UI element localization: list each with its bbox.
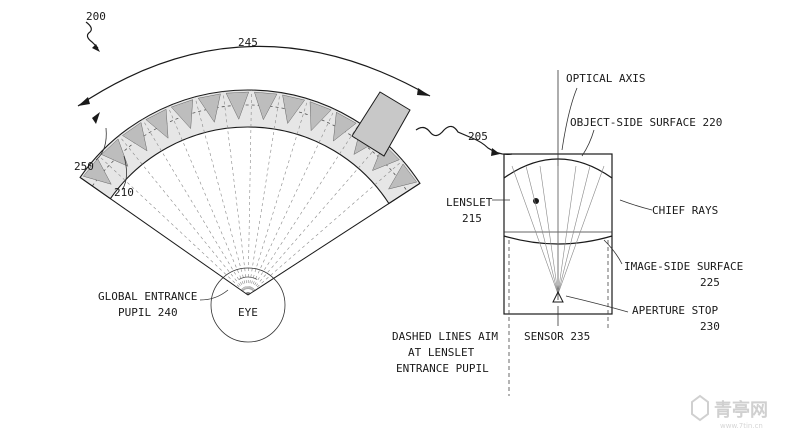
image-surface-leader (603, 239, 623, 265)
lenslet-triangle (333, 111, 357, 142)
fan-ray (247, 90, 252, 296)
label-dashed-1: DASHED LINES AIM (392, 330, 498, 343)
lenslet-triangle (197, 93, 221, 123)
selected-lenslet-box (351, 91, 411, 157)
optical-axis-leader (561, 87, 578, 151)
fan-ray (222, 91, 249, 296)
label-chief-rays: CHIEF RAYS (652, 204, 718, 217)
ref-205-connector (415, 125, 513, 155)
lenslet-triangle (122, 122, 148, 152)
fan-ray (118, 135, 249, 296)
fan-ray (97, 154, 249, 296)
label-aperture-1: APERTURE STOP (632, 304, 718, 317)
fan-ray (247, 140, 383, 296)
eye-angle-arc (238, 276, 258, 280)
label-210: 210 (114, 186, 134, 199)
chief-ray (511, 165, 559, 295)
label-aperture-2: 230 (700, 320, 720, 333)
chief-rays-leader (619, 199, 653, 211)
label-sensor: SENSOR 235 (524, 330, 590, 343)
lenslet-triangle (388, 163, 418, 190)
lenslet-triangle (101, 138, 129, 167)
watermark-logo-icon (691, 394, 709, 422)
fan-ray (247, 98, 309, 296)
chief-rays-group (511, 165, 605, 295)
chief-ray (557, 165, 591, 295)
arc-arrow-left (78, 97, 90, 106)
label-250: 250 (74, 160, 94, 173)
label-image-surface-1: IMAGE-SIDE SURFACE (624, 260, 743, 273)
chief-ray (557, 165, 605, 295)
chief-ray (525, 165, 559, 295)
lenslet-triangle (225, 91, 250, 120)
label-global-pupil-2: PUPIL 240 (118, 306, 178, 319)
label-lenslet-1: LENSLET (446, 196, 493, 209)
lenslet-triangle (145, 108, 169, 139)
label-205: 205 (468, 130, 488, 143)
eye-circle (210, 267, 286, 343)
ref-210-leader (121, 155, 127, 191)
object-surface-leader (581, 129, 595, 157)
fan-edge-right (247, 182, 421, 296)
label-lenslet-2: 215 (462, 212, 482, 225)
watermark-sub: www.7tin.cn (720, 422, 763, 430)
chief-ray (539, 165, 559, 295)
label-eye: EYE (238, 306, 258, 319)
fan-ray (142, 119, 249, 296)
label-optical-axis: OPTICAL AXIS (566, 72, 645, 85)
ref-205-arrow (491, 148, 500, 156)
lenslet-triangle (82, 158, 112, 185)
label-dashed-2: AT LENSLET (408, 346, 475, 359)
thickness-arrow-top (92, 112, 100, 124)
lenslet-triangle (254, 91, 278, 121)
fan-edge-left (79, 177, 249, 296)
aperture-leader (565, 295, 629, 313)
lenslet-triangle (309, 101, 332, 132)
ref-200-arrow (92, 44, 100, 52)
lenslet-array-fan (79, 89, 421, 296)
arc-arrow-right (417, 88, 430, 96)
lenslet-triangle (282, 94, 306, 125)
label-object-surface: OBJECT-SIDE SURFACE 220 (570, 116, 722, 129)
fan-ray (247, 92, 281, 296)
lenslet-triangle (170, 99, 194, 130)
aperture-stop-triangle (552, 290, 564, 303)
fan-ray (194, 96, 249, 296)
watermark: 青亭网 www.7tin.cn (691, 394, 768, 430)
chief-ray (557, 165, 577, 295)
label-245: 245 (238, 36, 258, 49)
global-pupil-leader (199, 289, 229, 301)
fan-ray (247, 122, 360, 296)
watermark-text: 青亭网 (714, 399, 768, 421)
label-image-surface-2: 225 (700, 276, 720, 289)
ref-200-leader (85, 21, 99, 49)
label-global-pupil-1: GLOBAL ENTRANCE (98, 290, 197, 303)
fan-ray (247, 160, 403, 296)
lenslet-center-dot (533, 198, 539, 204)
lenslet-mid-arc (92, 104, 408, 192)
lenslet-triangle (371, 143, 400, 172)
ref-250-leader (95, 127, 107, 161)
label-dashed-3: ENTRANCE PUPIL (396, 362, 489, 375)
arc-dimension-245 (77, 45, 431, 107)
label-200: 200 (86, 10, 106, 23)
fan-ray (247, 109, 335, 296)
fan-ray (167, 106, 249, 296)
